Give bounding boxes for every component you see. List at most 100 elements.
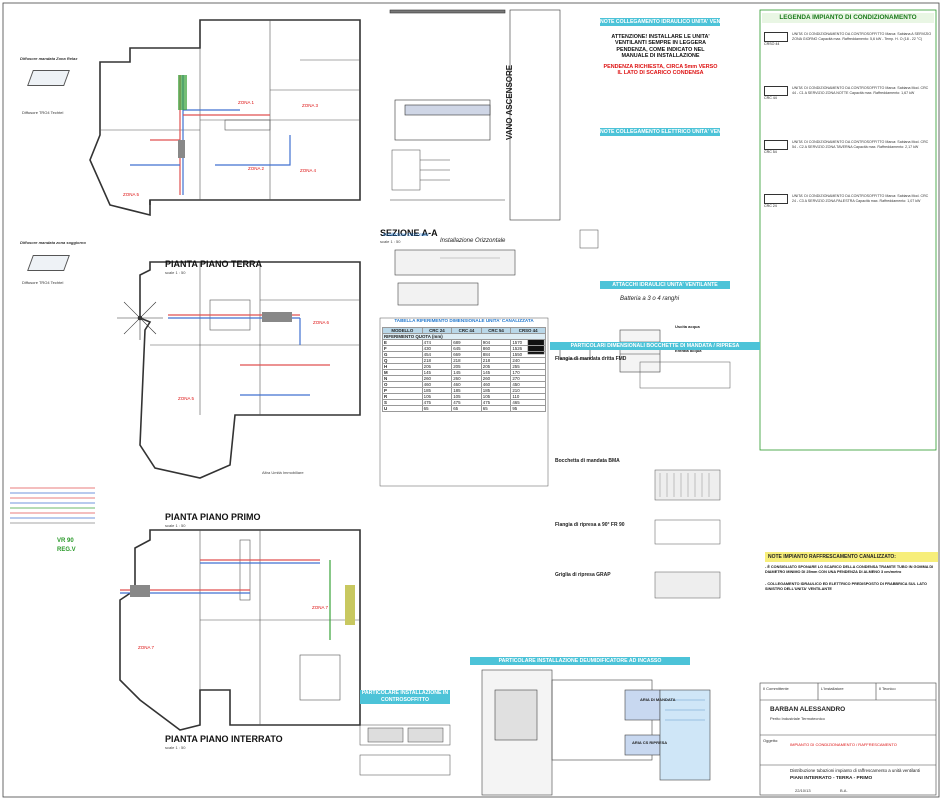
controsoffitto-drawing [359,724,451,776]
tb-progetto: IMPIANTO DI CONDIZIONAMENTO / RAFFRESCAM… [790,742,897,747]
legend-unit-symbol [764,86,788,96]
raffr-note-1: - È CONSIGLIATO SPONARE LO SCARICO DELLA… [765,565,934,574]
tb-rev: B.A. [840,788,848,793]
legend-code: CRC 44 [764,96,777,100]
legend-text: UNITA' DI CONDIZIONAMENTO DA CONTROSOFFI… [792,140,929,149]
electric-schematic [391,149,599,249]
table-cell: 65 [480,405,512,412]
plan-title-primo: PIANTA PIANO PRIMO [165,512,261,522]
compass-icon [117,295,163,340]
unit-primo [262,312,292,322]
zone-label: ZONA 6 [313,320,330,325]
diffusore-icon-2 [27,255,70,271]
tb-installatore: L'Installatore [821,686,844,691]
plan-interrato-internal [199,530,360,725]
legend-text: UNITA' DI CONDIZIONAMENTO DA CONTROSOFFI… [792,194,929,203]
pendenza-note: PENDENZA RICHIESTA, CIRCA 5mm VERSO IL L… [603,64,718,77]
entrata-label: Entrata acqua [675,348,702,353]
fr90-title: Flangia di ripresa a 90° FR 90 [555,522,625,528]
tb-descr: Distribuzione tubazioni impianto di raff… [790,768,921,773]
plan-primo-ducts [168,314,330,396]
notes-elettrico-header: NOTE COLLEGAMENTO ELETTRICO UNITA' VENTI… [600,128,720,136]
unit-orizzontale [394,249,516,306]
titleblock-frame [759,682,937,796]
plan-interrato-walls [119,529,361,731]
section-aa [389,9,561,221]
diffusore-icon-1 [27,70,70,86]
grap-title: Griglia di ripresa GRAP [555,572,611,578]
plan-title-interrato: PIANTA PIANO INTERRATO [165,734,283,744]
legend-text: UNITA' DI CONDIZIONAMENTO DA CONTROSOFFI… [792,32,932,41]
diffusore-tipo1: Diffusore TRO4 Techtel [22,110,64,115]
unit-interrato [130,585,150,597]
plan-title-terra: PIANTA PIANO TERRA [165,259,263,269]
vr90-label: VR 90 [57,538,74,544]
legend-code: CRSO 44 [764,42,780,46]
legend-unit-symbol [764,140,788,150]
plan-primo-walls [139,261,361,479]
deumid-drawing [481,669,711,796]
table-dim-title: TABELLA RIFERIMENTO DIMENSIONALE UNITA' … [394,318,534,323]
legend-text: UNITA' DI CONDIZIONAMENTO DA CONTROSOFFI… [792,86,929,95]
regv-label: REG.V [57,547,76,553]
alta-umidita-label: Altra Umità Immobiliare [262,470,304,475]
batteria-caption: Batteria a 3 o 4 ranghi [620,296,680,302]
section-title: SEZIONE A-A [380,228,438,238]
diffusore-soggiorno-title: Diffusore mandata zona soggiorno [20,240,86,245]
bma-title: Bocchetta di mandata BMA [555,458,620,464]
tb-oggetto: Oggetto: [763,738,779,743]
diffusore-relax-title: Diffusore mandata Zona Relax [20,56,78,61]
notes-idraulico-header: NOTE COLLEGAMENTO IDRAULICO UNITA' VENTI… [600,18,720,26]
controsoffitto-header: PARTICOLARE INSTALLAZIONE IN CONTROSOFFI… [360,690,450,704]
tb-tecnico: Il Tecnico [879,686,896,691]
legend-unit-symbol [764,194,788,204]
zone-label: ZONA 4 [300,168,317,173]
plan-scale-interrato: scale 1 : 50 [165,745,186,750]
tb-date: 22/10/13 [795,788,811,793]
aria-ripresa: ARIA CS RIPRESA [632,740,668,745]
orizzontale-caption-small: Installazione Orizzontale [383,232,429,237]
legend-code: CRC 54 [764,150,777,154]
uscita-label: Uscita acqua [675,324,700,329]
plan-terra-walls [89,19,361,217]
legend-code: CRC 24 [764,204,777,208]
diffusore-tipo2: Diffusore TRO4 Techtel [22,280,64,285]
table-cell: 65 [421,405,453,412]
plan-primo-internal [150,262,360,415]
pipe-legend-lines [10,487,95,524]
tb-piani: PIANI INTERRATO - TERRA - PRIMO [790,776,873,781]
table-cell: U [382,405,423,412]
aria-mandata: ARIA DI MANDATA [640,697,676,702]
plan-scale-primo: scale 1 : 50 [165,523,186,528]
tb-committente: Il Committente [763,686,789,691]
attacchi-header: ATTACCHI IDRAULICI UNITA' VENTILANTE [600,281,730,289]
section-scale: scale 1 : 50 [380,239,401,244]
vano-ascensore: VANO ASCENSORE [505,64,514,140]
table-cell: 65 [451,405,482,412]
raffr-note-2: - COLLEGAMENTO IDRAULICO ED ELETTRICO PR… [765,582,927,591]
unit-interrato-deum [345,585,355,625]
zone-label: ZONA 2 [248,166,265,171]
plan-terra-internal [100,20,360,200]
zone-label: ZONA 1 [238,100,255,105]
bocchette-header: PARTICOLARI DIMENSIONALI BOCCHETTE DI MA… [550,342,760,350]
tb-company-sub: Perito Industriale Termotecnico [770,716,825,721]
fmd-title: Flangia di mandata dritta FMD [555,356,627,362]
plan-terra-ducts [130,75,291,195]
legend-frame [759,9,937,451]
orizzontale-caption: Installazione Orizzontale [440,238,506,244]
tb-company: BARBAN ALESSANDRO [770,706,846,713]
legend-title: LEGENDA IMPIANTO DI CONDIZIONAMENTO [762,13,934,23]
zone-label: ZONA 7 [312,605,329,610]
zone-label: ZONA 3 [302,103,319,108]
raffr-header: NOTE IMPIANTO RAFFRESCAMENTO CANALIZZATO… [765,552,938,562]
dim-table: MODELLO CRC 24 CRC 44 CRC 54 CRSO 44 RIF… [382,327,546,412]
table-cell: 95 [510,405,546,412]
legend-unit-symbol [764,32,788,42]
plan-scale-terra: scale 1 : 50 [165,270,186,275]
plan-interrato-ducts [120,559,331,640]
bocchette-drawings [639,361,731,599]
unit-terra-grey [178,140,185,158]
